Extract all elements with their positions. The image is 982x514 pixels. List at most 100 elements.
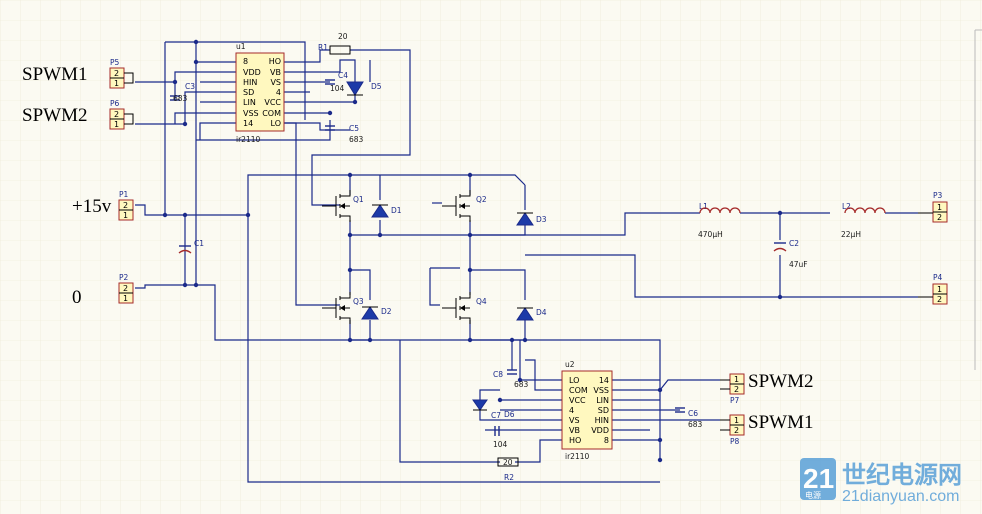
c6-ref: C6 xyxy=(688,409,698,418)
u2-pin-left-0: LO xyxy=(569,376,579,385)
u2-pin-right-0: 14 xyxy=(599,376,609,385)
d6-ref: D6 xyxy=(504,410,515,419)
c2-ref: C2 xyxy=(789,239,799,248)
capacitor-c1[interactable]: C1 xyxy=(178,239,204,254)
connector-p8[interactable]: 1 2 P8 xyxy=(720,414,745,446)
p6-ref: P6 xyxy=(110,99,120,108)
p1-pin-b: 1 xyxy=(123,211,128,220)
c6-value: 683 xyxy=(688,420,703,429)
u1-pin-left-5: VSS xyxy=(243,109,259,118)
u1-pin-left-3: SD xyxy=(243,88,254,97)
diode-d3[interactable]: D3 xyxy=(516,212,547,226)
p8-pin-b: 2 xyxy=(734,426,739,435)
ic-u2[interactable]: u2 LO COM VCC 4 VS VB HO 14 VSS LIN SD H… xyxy=(561,360,613,461)
p2-pin-b: 1 xyxy=(123,294,128,303)
watermark-badge-sub: 电源 xyxy=(805,490,821,500)
watermark-badge xyxy=(800,458,836,500)
d2-ref: D2 xyxy=(381,307,392,316)
p5-pin-b: 1 xyxy=(114,79,119,88)
c4-value: 104 xyxy=(330,84,345,93)
diode-d5[interactable]: D5 xyxy=(346,81,382,96)
watermark-url: 21dianyuan.com xyxy=(842,488,959,505)
d4-ref: D4 xyxy=(536,308,547,317)
mosfet-q2[interactable]: Q2 xyxy=(442,190,487,222)
p7-ref: P7 xyxy=(730,396,740,405)
l1-value: 470μH xyxy=(698,230,723,239)
label-spwm1-right: SPWM1 xyxy=(748,412,813,433)
q4-ref: Q4 xyxy=(476,297,487,306)
u2-pin-left-4: VS xyxy=(569,416,580,425)
c8-ref: C8 xyxy=(493,370,503,379)
u2-pin-left-5: VB xyxy=(569,426,580,435)
c5-value: 683 xyxy=(349,135,364,144)
u1-pin-right-4: VCC xyxy=(264,98,281,107)
c7-ref: C7 xyxy=(491,411,501,420)
resistor-r1[interactable]: 20 R1 xyxy=(318,32,351,55)
inductor-l2[interactable]: L2 22μH xyxy=(841,202,886,239)
inductor-l1[interactable]: L1 470μH xyxy=(698,202,741,239)
capacitor-c8[interactable]: C8 683 xyxy=(493,369,529,389)
q3-ref: Q3 xyxy=(353,297,364,306)
p3-pin-b: 2 xyxy=(937,213,942,222)
p4-ref: P4 xyxy=(933,273,943,282)
diode-d6[interactable]: D6 xyxy=(472,399,515,419)
mosfet-q1[interactable]: Q1 xyxy=(322,190,364,222)
label-zero: 0 xyxy=(72,287,82,308)
capacitor-c4[interactable]: C4 104 xyxy=(325,71,348,93)
u1-pin-left-2: HIN xyxy=(243,78,257,87)
u1-pin-left-1: VDD xyxy=(243,68,261,77)
connector-p7[interactable]: 1 2 P7 xyxy=(720,373,745,405)
connector-p5[interactable]: P5 2 1 xyxy=(109,58,134,89)
u2-pin-right-1: VSS xyxy=(593,386,609,395)
capacitor-c2[interactable]: C2 47uF xyxy=(773,239,808,269)
watermark-badge-number: 21 xyxy=(803,463,834,494)
watermark-logo: 21 电源 世纪电源网 21dianyuan.com xyxy=(800,458,962,505)
u1-body xyxy=(235,52,285,132)
u2-pin-left-3: 4 xyxy=(569,406,574,415)
diode-d4[interactable]: D4 xyxy=(516,307,547,321)
watermark-chinese: 世纪电源网 xyxy=(842,461,962,489)
u2-pin-left-6: HO xyxy=(569,436,581,445)
c3-ref: C3 xyxy=(185,82,195,91)
junction-dots xyxy=(162,39,783,463)
c3-value: 683 xyxy=(173,94,188,103)
u2-part: ir2110 xyxy=(565,452,589,461)
capacitor-c5[interactable]: C5 683 xyxy=(325,124,364,144)
c7-value: 104 xyxy=(493,440,508,449)
p5-ref: P5 xyxy=(110,58,120,67)
p4-pin-a: 1 xyxy=(937,285,942,294)
connector-p2[interactable]: P2 2 1 xyxy=(118,273,134,304)
u1-pin-left-0: 8 xyxy=(243,57,248,66)
p4-pin-b: 2 xyxy=(937,295,942,304)
capacitor-c3[interactable]: C3 683 xyxy=(170,82,195,103)
u2-pin-left-1: COM xyxy=(569,386,588,395)
p6-pin-b: 1 xyxy=(114,120,119,129)
p7-pin-a: 1 xyxy=(734,375,739,384)
d5-ref: D5 xyxy=(371,82,382,91)
c2-value: 47uF xyxy=(789,260,808,269)
u2-pin-right-2: LIN xyxy=(596,396,609,405)
p5-pin-a: 2 xyxy=(114,69,119,78)
u1-pin-right-5: COM xyxy=(262,109,281,118)
diode-d1[interactable]: D1 xyxy=(371,204,402,218)
label-spwm2-left: SPWM2 xyxy=(22,105,87,126)
u2-ref: u2 xyxy=(565,360,575,369)
connector-p6[interactable]: P6 2 1 xyxy=(109,99,134,130)
ic-u1[interactable]: u1 8 VDD HIN SD LIN VSS 14 HO VB VS 4 VC… xyxy=(235,42,285,144)
p2-pin-a: 2 xyxy=(123,284,128,293)
p1-ref: P1 xyxy=(119,190,129,199)
capacitor-c7[interactable]: C7 104 xyxy=(491,411,508,449)
connector-p1[interactable]: P1 2 1 xyxy=(118,190,134,221)
capacitor-c6[interactable]: C6 683 xyxy=(675,407,703,429)
r1-ref: R1 xyxy=(318,43,328,52)
u1-pin-left-4: LIN xyxy=(243,98,256,107)
connector-p3[interactable]: P3 1 2 xyxy=(918,191,948,223)
diode-d2[interactable]: D2 xyxy=(361,306,392,320)
resistor-r2[interactable]: 20 R2 xyxy=(497,457,519,482)
mosfet-q3[interactable]: Q3 xyxy=(322,292,364,324)
l2-value: 22μH xyxy=(841,230,861,239)
connector-p4[interactable]: P4 1 2 xyxy=(918,273,948,305)
mosfet-q4[interactable]: Q4 xyxy=(442,292,487,324)
label-plus15v: +15v xyxy=(72,196,112,217)
